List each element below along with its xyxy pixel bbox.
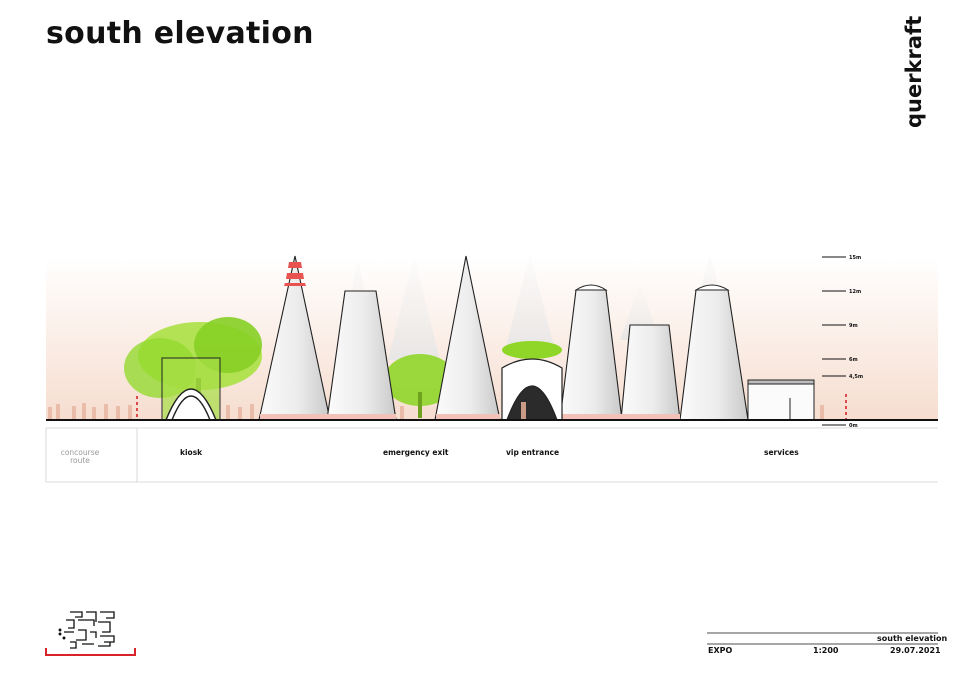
zone-label-emergency-exit: emergency exit	[383, 448, 449, 457]
page-title: south elevation	[46, 16, 314, 51]
cone-base-bands	[260, 414, 680, 419]
cones	[258, 255, 749, 421]
height-scale	[822, 256, 846, 426]
expo-logo	[58, 611, 115, 649]
services-building	[747, 379, 815, 421]
zone-label-concourse-2: route	[70, 456, 90, 465]
cone-5	[620, 324, 681, 421]
title-block-scale: 1:200	[813, 646, 839, 655]
title-block-lines	[707, 632, 938, 645]
title-block-project: EXPO	[708, 646, 733, 655]
crowd-silhouettes	[48, 403, 824, 419]
title-block-date: 29.07.2021	[890, 646, 941, 655]
zone-label-vip-entrance: vip entrance	[506, 448, 559, 457]
scale-mark-label: 15m	[849, 255, 861, 261]
scale-mark-label: 0m	[849, 423, 858, 429]
zone-strip	[45, 427, 938, 483]
cone-caps	[574, 284, 730, 291]
zone-label-concourse: concourse	[61, 448, 100, 457]
scale-mark-label: 4,5m	[849, 374, 863, 380]
scale-mark-label: 6m	[849, 357, 858, 363]
height-scale-labels: 15m 12m 9m 6m 4,5m 0m	[849, 255, 863, 429]
scale-mark-label: 9m	[849, 323, 858, 329]
zone-label-kiosk: kiosk	[180, 448, 203, 457]
vip-entrance-structure	[501, 358, 563, 421]
logo-red-underline	[45, 648, 136, 656]
title-block-drawing: south elevation	[877, 634, 948, 643]
kiosk-structure	[161, 357, 221, 421]
zone-labels: concourse route kiosk emergency exit vip…	[61, 448, 800, 465]
scale-mark-label: 12m	[849, 289, 861, 295]
zone-label-services: services	[764, 448, 799, 457]
cone-red-stripes	[284, 262, 306, 286]
red-poles	[136, 394, 847, 420]
